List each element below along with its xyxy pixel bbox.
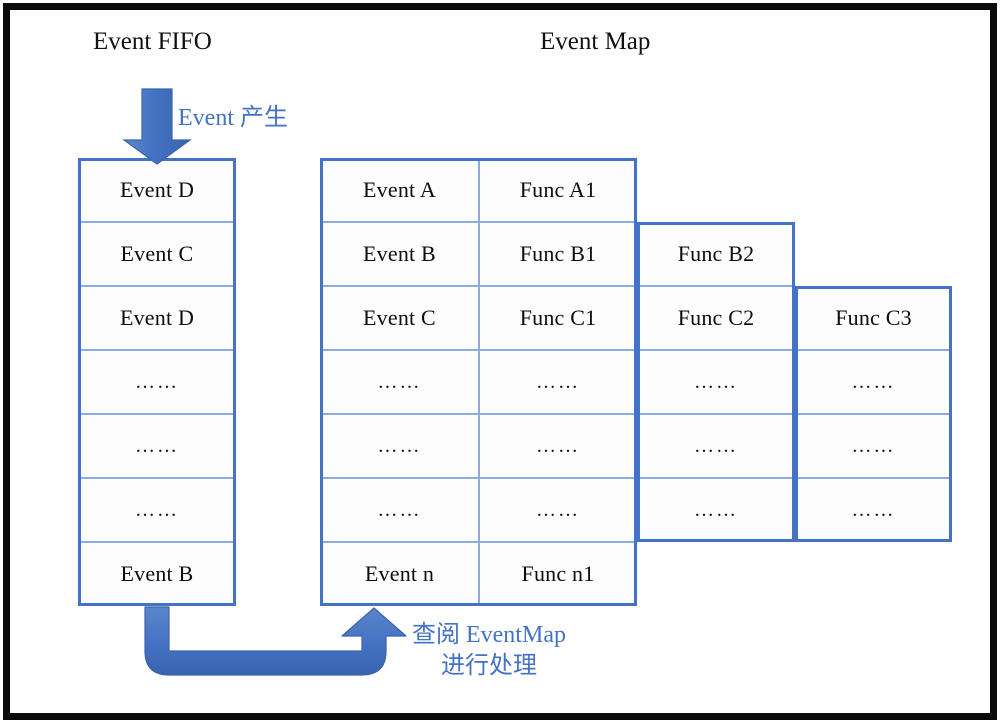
map-cell-r5c2[interactable]: …… <box>637 478 795 542</box>
map-cell-r1c2[interactable]: Func B2 <box>637 222 795 286</box>
map-cell-r3c1[interactable]: …… <box>479 350 637 414</box>
map-cell-r0c1[interactable]: Func A1 <box>479 158 637 222</box>
map-cell-r3c3[interactable]: …… <box>795 350 952 414</box>
map-cell-r5c3[interactable]: …… <box>795 478 952 542</box>
map-cell-r4c1[interactable]: …… <box>479 414 637 478</box>
fifo-cell-4[interactable]: …… <box>78 414 236 478</box>
map-cell-r2c3[interactable]: Func C3 <box>795 286 952 350</box>
map-cell-r4c0[interactable]: …… <box>320 414 479 478</box>
lookup-eventmap-label: 查阅 EventMap 进行处理 <box>412 620 566 681</box>
map-cell-r0c0[interactable]: Event A <box>320 158 479 222</box>
map-cell-r4c3[interactable]: …… <box>795 414 952 478</box>
fifo-cell-0[interactable]: Event D <box>78 158 236 222</box>
event-produce-label: Event 产生 <box>178 105 288 131</box>
map-cell-r1c0[interactable]: Event B <box>320 222 479 286</box>
map-cell-r6c0[interactable]: Event n <box>320 542 479 606</box>
map-cell-r2c1[interactable]: Func C1 <box>479 286 637 350</box>
map-cell-r2c2[interactable]: Func C2 <box>637 286 795 350</box>
map-cell-r6c1[interactable]: Func n1 <box>479 542 637 606</box>
map-cell-r1c1[interactable]: Func B1 <box>479 222 637 286</box>
fifo-cell-2[interactable]: Event D <box>78 286 236 350</box>
lookup-label-line2: 进行处理 <box>440 652 537 679</box>
fifo-cell-3[interactable]: …… <box>78 350 236 414</box>
map-cell-r5c1[interactable]: …… <box>479 478 637 542</box>
map-cell-r3c0[interactable]: …… <box>320 350 479 414</box>
map-cell-r3c2[interactable]: …… <box>637 350 795 414</box>
lookup-eventmap-arrow-icon <box>144 606 407 676</box>
map-cell-r2c0[interactable]: Event C <box>320 286 479 350</box>
lookup-label-line1: 查阅 EventMap <box>412 622 566 648</box>
map-cell-r4c2[interactable]: …… <box>637 414 795 478</box>
fifo-cell-6[interactable]: Event B <box>78 542 236 606</box>
fifo-cell-5[interactable]: …… <box>78 478 236 542</box>
map-cell-r5c0[interactable]: …… <box>320 478 479 542</box>
event-map-title: Event Map <box>540 28 651 55</box>
event-fifo-title: Event FIFO <box>93 28 212 55</box>
fifo-cell-1[interactable]: Event C <box>78 222 236 286</box>
